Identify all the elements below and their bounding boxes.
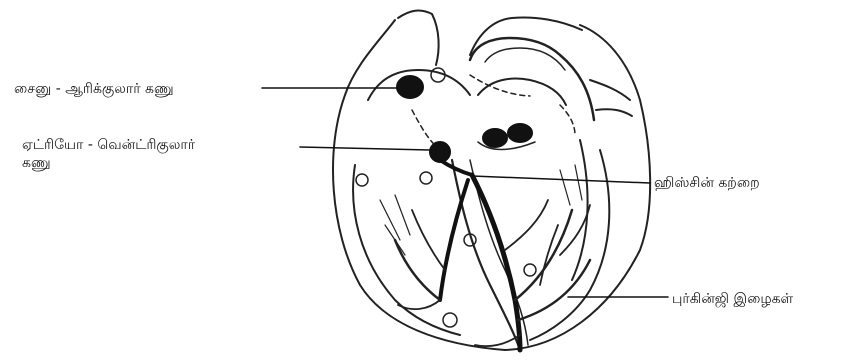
heart-outer-wall	[333, 20, 650, 350]
aorta-arch	[470, 38, 594, 120]
valve-1	[483, 129, 507, 147]
leader-bundle-of-his	[472, 176, 650, 183]
vessel-right-branch	[590, 80, 630, 100]
purkinje-branch-6	[398, 300, 440, 309]
left-atrium-wall	[478, 79, 566, 105]
purkinje-branch-3	[540, 225, 558, 285]
purkinje-branch-5	[395, 240, 440, 300]
sa-node	[397, 76, 423, 98]
great-vessel-right	[470, 18, 582, 56]
label-av-node-line1: ஏட்ரியோ - வென்ட்ரிகுலார்	[22, 137, 195, 153]
label-bundle-of-his: ஹிஸ்சின் கற்றை	[654, 174, 760, 192]
great-vessel-left	[398, 11, 439, 65]
purkinje-branch-8	[475, 335, 520, 346]
label-purkinje-fibres: புர்கின்ஜி இழைகள்	[672, 290, 793, 308]
septum-left	[452, 160, 520, 350]
aorta-inner	[485, 48, 565, 70]
chordae-1	[380, 195, 410, 255]
label-av-node-line2: கணு	[22, 154, 322, 172]
bundle-of-his	[440, 160, 472, 175]
node-marker-6	[524, 264, 536, 276]
label-sa-node: சைனு - ஆரிக்குலார் கணு	[14, 80, 174, 98]
purkinje-branch-7	[412, 210, 445, 270]
node-marker-5	[443, 313, 457, 327]
flow-arrow-2	[560, 105, 575, 135]
valve-2	[508, 124, 532, 142]
left-ventricle-inner	[572, 140, 588, 280]
vessel-right-branch-2	[596, 109, 632, 116]
purkinje-branch-9	[505, 200, 548, 250]
node-marker-3	[356, 174, 368, 186]
label-av-node: ஏட்ரியோ - வென்ட்ரிகுலார் கணு	[22, 136, 322, 172]
purkinje-branch-1	[515, 210, 572, 300]
right-ventricle-wall	[353, 165, 460, 335]
node-marker-2	[420, 172, 432, 184]
purkinje-branch-2	[518, 260, 590, 320]
chordae-2	[560, 165, 582, 205]
